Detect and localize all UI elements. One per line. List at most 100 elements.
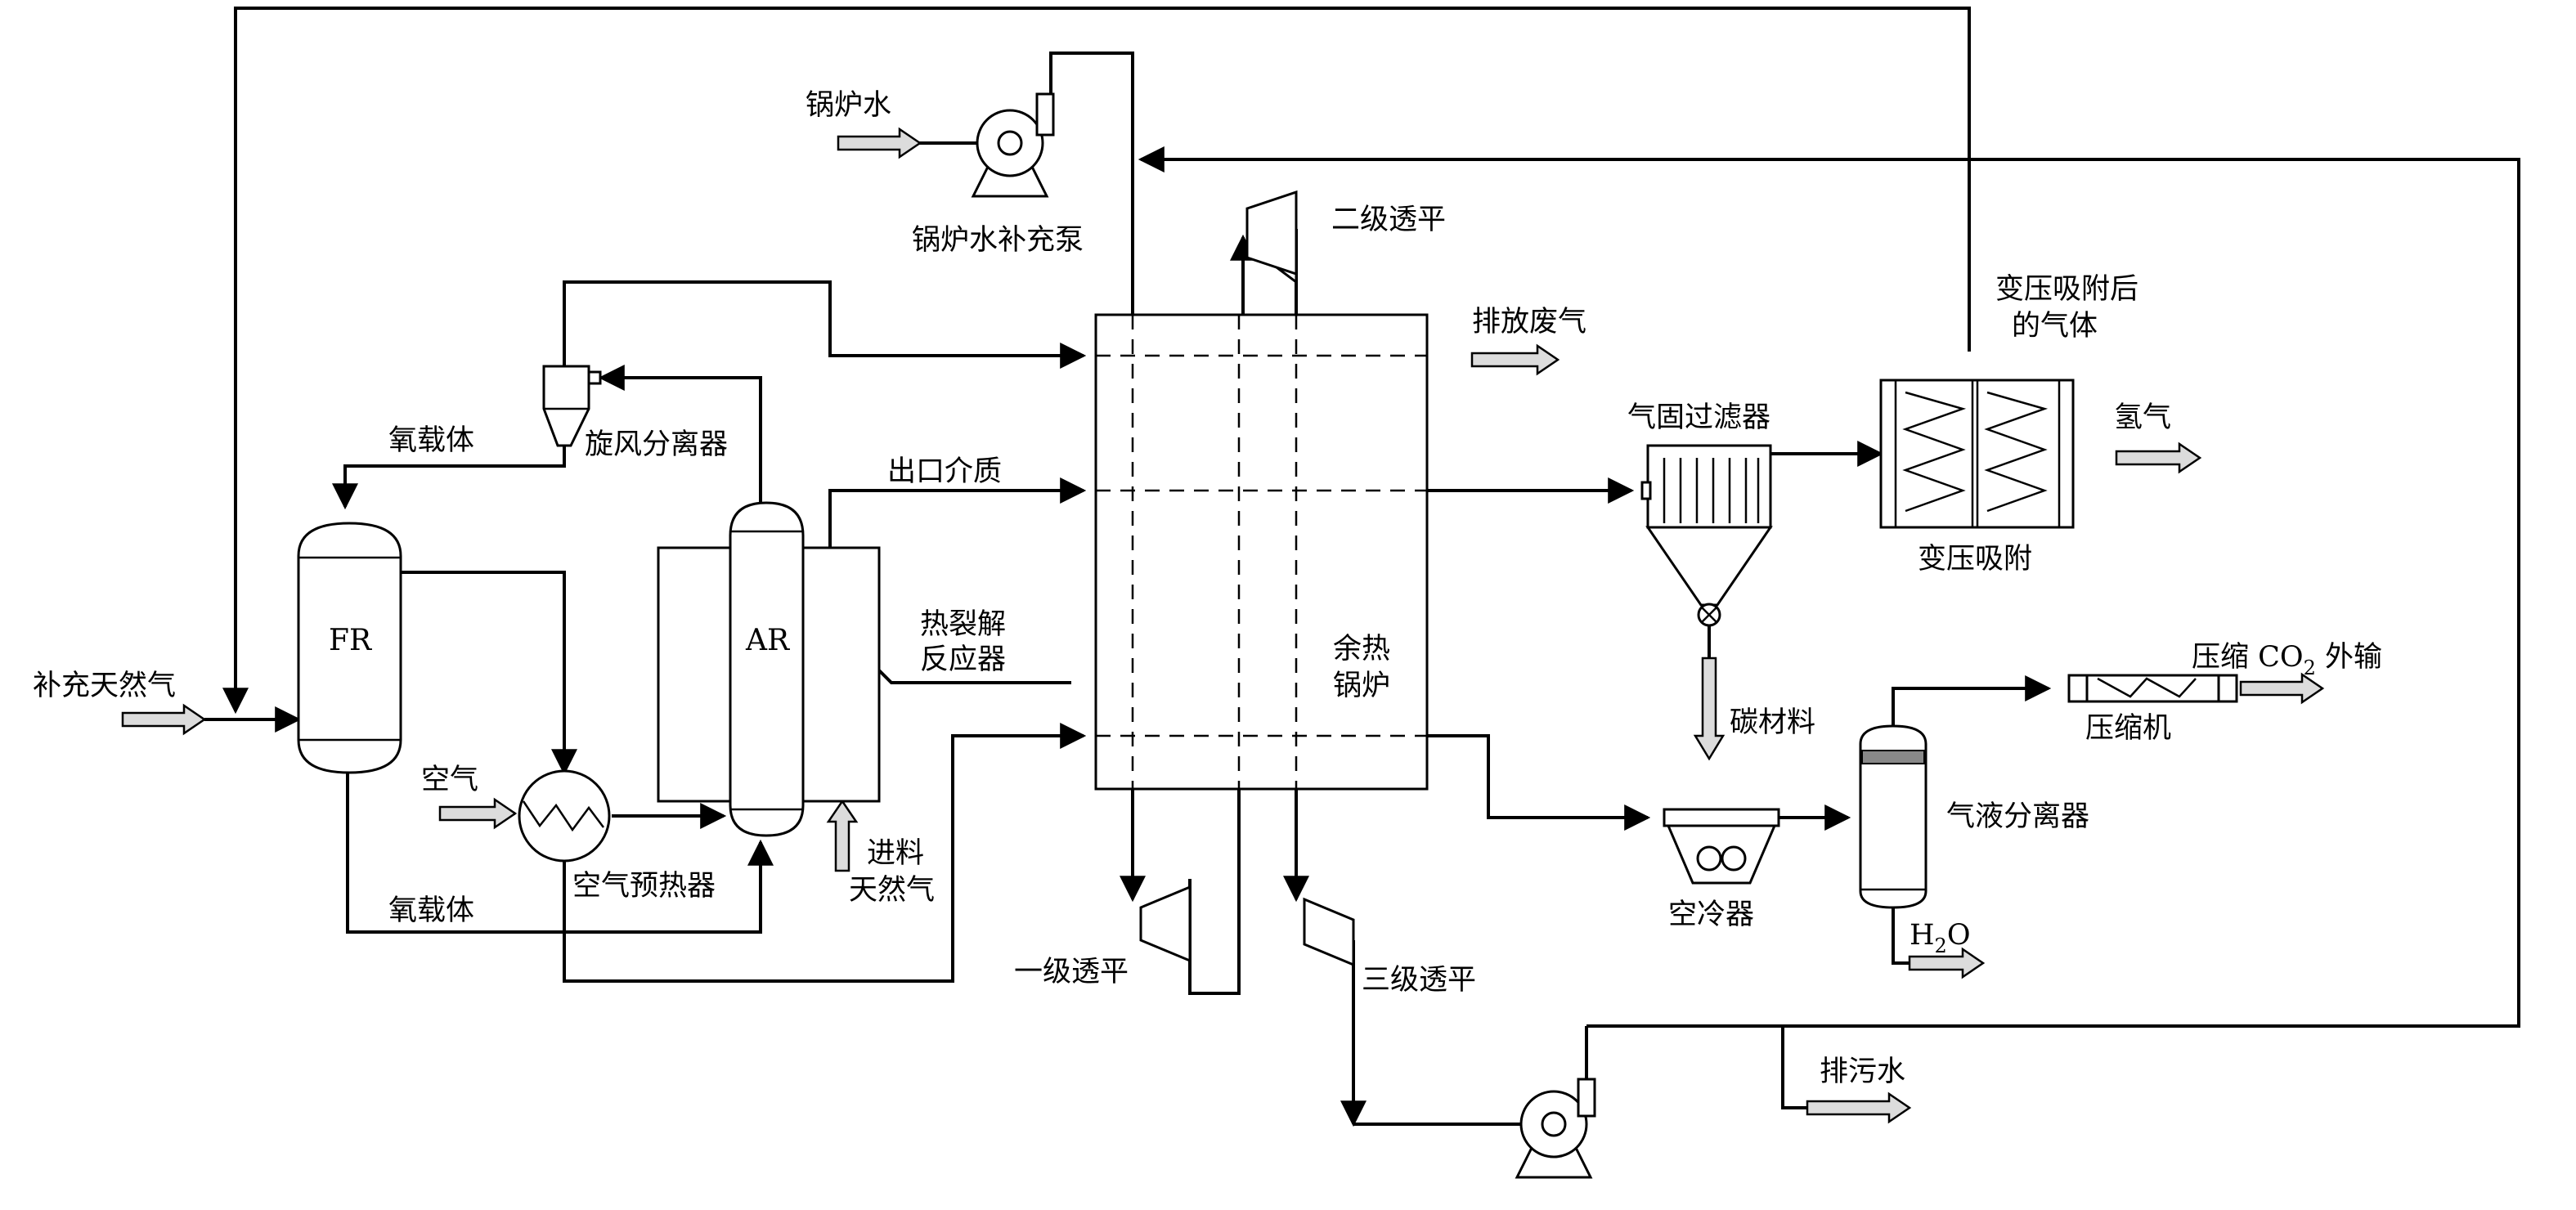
label-pyrolysis-1: 热裂解 (920, 608, 1006, 641)
labels: 锅炉水 锅炉水补充泵 二级透平 排放废气 变压吸附后 的气体 氧载体 旋风分离器… (33, 89, 2382, 1088)
air-cooler (1663, 808, 1780, 885)
label-waste-heat-2: 锅炉 (1333, 670, 1390, 702)
pyrolysis-reactor (657, 501, 881, 837)
label-air-cooler: 空冷器 (1668, 899, 1754, 931)
label-gas-solid-filter: 气固过滤器 (1627, 401, 1770, 434)
separator-to-compressor-line (1892, 675, 2052, 726)
label-outlet-medium: 出口介质 (887, 455, 1002, 488)
psa-bed-2-icon (1984, 391, 2049, 513)
fr-reactor (297, 522, 402, 774)
cooler-body (1666, 824, 1777, 885)
fr-to-preheater-line (401, 571, 577, 776)
pump-impeller (997, 130, 1023, 156)
carbon-arrow-icon (1693, 657, 1726, 761)
boiler-shell (1094, 313, 1429, 791)
label-oxygen-carrier-top: 氧载体 (388, 424, 474, 457)
cooler-fan-2-icon (1721, 845, 1747, 872)
filter-housing (1646, 444, 1772, 529)
second-turbine-body (1245, 190, 1298, 276)
label-pyrolysis-2: 反应器 (920, 643, 1006, 676)
label-air: 空气 (421, 764, 478, 796)
label-gas-liquid-separator: 气液分离器 (1946, 800, 2089, 833)
carrier-to-fr-line (332, 441, 566, 510)
makeup-gas-arrow-icon (121, 703, 207, 736)
label-third-turbine: 三级透平 (1362, 964, 1476, 997)
pump-discharge-nozzle (1035, 92, 1055, 137)
label-fr: FR (329, 624, 372, 657)
air-arrow-icon (438, 797, 518, 830)
air-preheater (518, 769, 611, 863)
label-feed-1: 进料 (867, 837, 924, 870)
label-makeup-natural-gas: 补充天然气 (33, 670, 176, 702)
compressor-end-left (2067, 674, 2089, 703)
recirculation-pump (1515, 1078, 1596, 1179)
label-hydrogen: 氢气 (2114, 401, 2171, 434)
psa-offgas-return-line (222, 7, 1971, 715)
boiler-water-arrow-icon (837, 127, 922, 159)
lower-pump-nozzle (1577, 1078, 1596, 1118)
compressor-stage-icon (2097, 677, 2197, 698)
exhaust-arrow-icon (1470, 343, 1560, 376)
label-carbon-material: 碳材料 (1730, 706, 1815, 739)
preheater-coil-icon (522, 800, 604, 832)
label-exhaust-gas: 排放废气 (1472, 306, 1586, 338)
compressor-end-right (2217, 674, 2238, 703)
separator-vessel (1859, 724, 1928, 909)
cyclone-separator (542, 365, 602, 447)
filter-hopper (1645, 526, 1773, 607)
outlet-medium-line (828, 477, 1087, 548)
cooler-header (1663, 808, 1780, 827)
cyclone-inlet-nozzle (587, 370, 602, 385)
label-waste-heat-1: 余热 (1333, 633, 1390, 666)
label-compress-co2: 压缩 CO2 外输 (2192, 641, 2382, 679)
label-compressor: 压缩机 (2085, 712, 2171, 745)
ar-vessel (729, 501, 805, 837)
waste-heat-boiler (1094, 313, 1429, 791)
pump-discharge-line (1049, 52, 1134, 315)
label-water: H2O (1910, 919, 1971, 957)
gas-solid-filter (1640, 444, 1773, 627)
label-boiler-water-pump: 锅炉水补充泵 (912, 224, 1084, 257)
ar-to-cyclone-line (598, 365, 762, 503)
cyclone-body (542, 365, 590, 447)
label-first-turbine: 一级透平 (1014, 956, 1129, 988)
turbines (1139, 190, 1355, 967)
feed-gas-arrow-icon (826, 799, 859, 872)
third-turbine-body (1303, 897, 1355, 967)
boiler-water-pump (971, 92, 1055, 198)
label-psa: 变压吸附 (1918, 543, 2032, 576)
blowdown-arrow-icon (1806, 1091, 1912, 1124)
co2-compressor (2067, 674, 2238, 703)
cooler-fan-1-icon (1696, 845, 1722, 872)
water-out-arrow-icon (1908, 947, 1986, 979)
separator-water-line (1892, 908, 1910, 965)
co2-export-arrow-icon (2239, 672, 2325, 705)
label-boiler-water: 锅炉水 (806, 89, 891, 122)
filter-inlet-nozzle (1640, 481, 1652, 500)
hydrogen-arrow-icon (2115, 441, 2202, 474)
boiler-to-cooler-line (1427, 734, 1651, 831)
demister-pad (1861, 750, 1925, 764)
compressor-body (2067, 674, 2238, 703)
psa-unit (1879, 379, 2075, 529)
blowdown-line (1781, 1026, 1807, 1109)
label-blowdown-water: 排污水 (1820, 1055, 1905, 1088)
label-ar: AR (745, 624, 790, 657)
label-after-psa-gas-2: 的气体 (2012, 310, 2098, 343)
lower-pump-impeller (1541, 1111, 1567, 1137)
block-arrows (121, 127, 2325, 1124)
cyclone-gas-line (563, 280, 1087, 380)
label-after-psa-gas-1: 变压吸附后 (1995, 273, 2138, 306)
first-turbine-icon (1139, 885, 1192, 963)
fr-bottom-carrier-line (346, 769, 774, 934)
label-oxygen-carrier-bottom: 氧载体 (388, 894, 474, 927)
label-air-preheater: 空气预热器 (572, 870, 716, 903)
psa-bed-1-icon (1902, 391, 1967, 513)
water-recirculation-line (1138, 146, 2520, 1028)
label-cyclone: 旋风分离器 (585, 428, 728, 461)
label-second-turbine: 二级透平 (1331, 204, 1446, 236)
preheater-to-boiler-line (563, 723, 1087, 983)
gas-liquid-separator (1859, 724, 1928, 909)
label-feed-2: 天然气 (849, 874, 935, 907)
